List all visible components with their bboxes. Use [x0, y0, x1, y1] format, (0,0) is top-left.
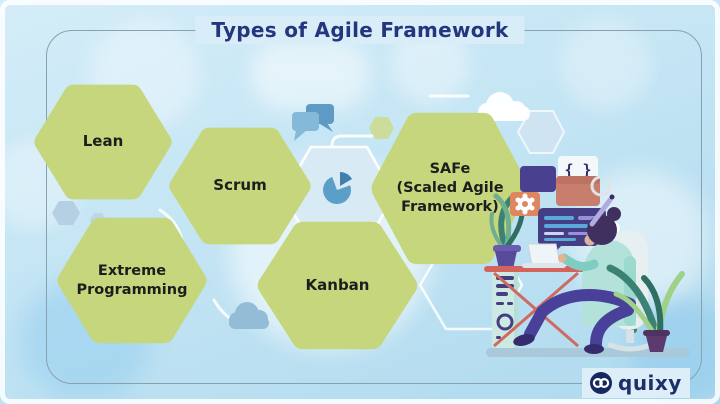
hair-bun — [607, 207, 621, 221]
bokeh-circle — [560, 20, 650, 110]
hexagon-shape — [34, 84, 172, 200]
page-title: Types of Agile Framework — [195, 16, 525, 44]
hexagon-extreme-programming: Extreme Programming — [56, 217, 208, 344]
brand-logo: quixy — [582, 368, 690, 398]
brand-logo-text: quixy — [618, 371, 682, 395]
curly-braces-icon: { } — [558, 156, 598, 182]
svg-text:{ }: { } — [564, 161, 591, 179]
arm — [559, 253, 599, 271]
pencil-icon — [589, 194, 615, 227]
ground — [486, 348, 690, 357]
bokeh-circle — [570, 170, 710, 310]
hexagon-label: Extreme Programming — [76, 262, 188, 298]
code-window — [538, 208, 606, 260]
plant — [606, 264, 685, 352]
hand — [558, 254, 566, 262]
computer-tower — [492, 270, 518, 348]
bokeh-circle — [250, 40, 370, 110]
shirt — [582, 240, 636, 326]
pie-chart-icon — [323, 172, 352, 204]
quixy-logo-icon — [590, 372, 612, 394]
refresh-icon — [590, 175, 612, 197]
book-card — [556, 176, 600, 206]
legs — [513, 289, 636, 354]
hexagon-lean: Lean — [33, 84, 173, 200]
hair — [587, 215, 617, 245]
hexagon-safe: SAFe (Scaled Agile Framework) — [370, 112, 530, 265]
desk — [484, 266, 594, 348]
hexagon-label: Lean — [82, 132, 124, 151]
hexagon-label: SAFe (Scaled Agile Framework) — [396, 161, 504, 215]
person — [513, 194, 636, 354]
face — [584, 234, 596, 246]
plant — [614, 260, 643, 334]
chair — [607, 230, 653, 352]
